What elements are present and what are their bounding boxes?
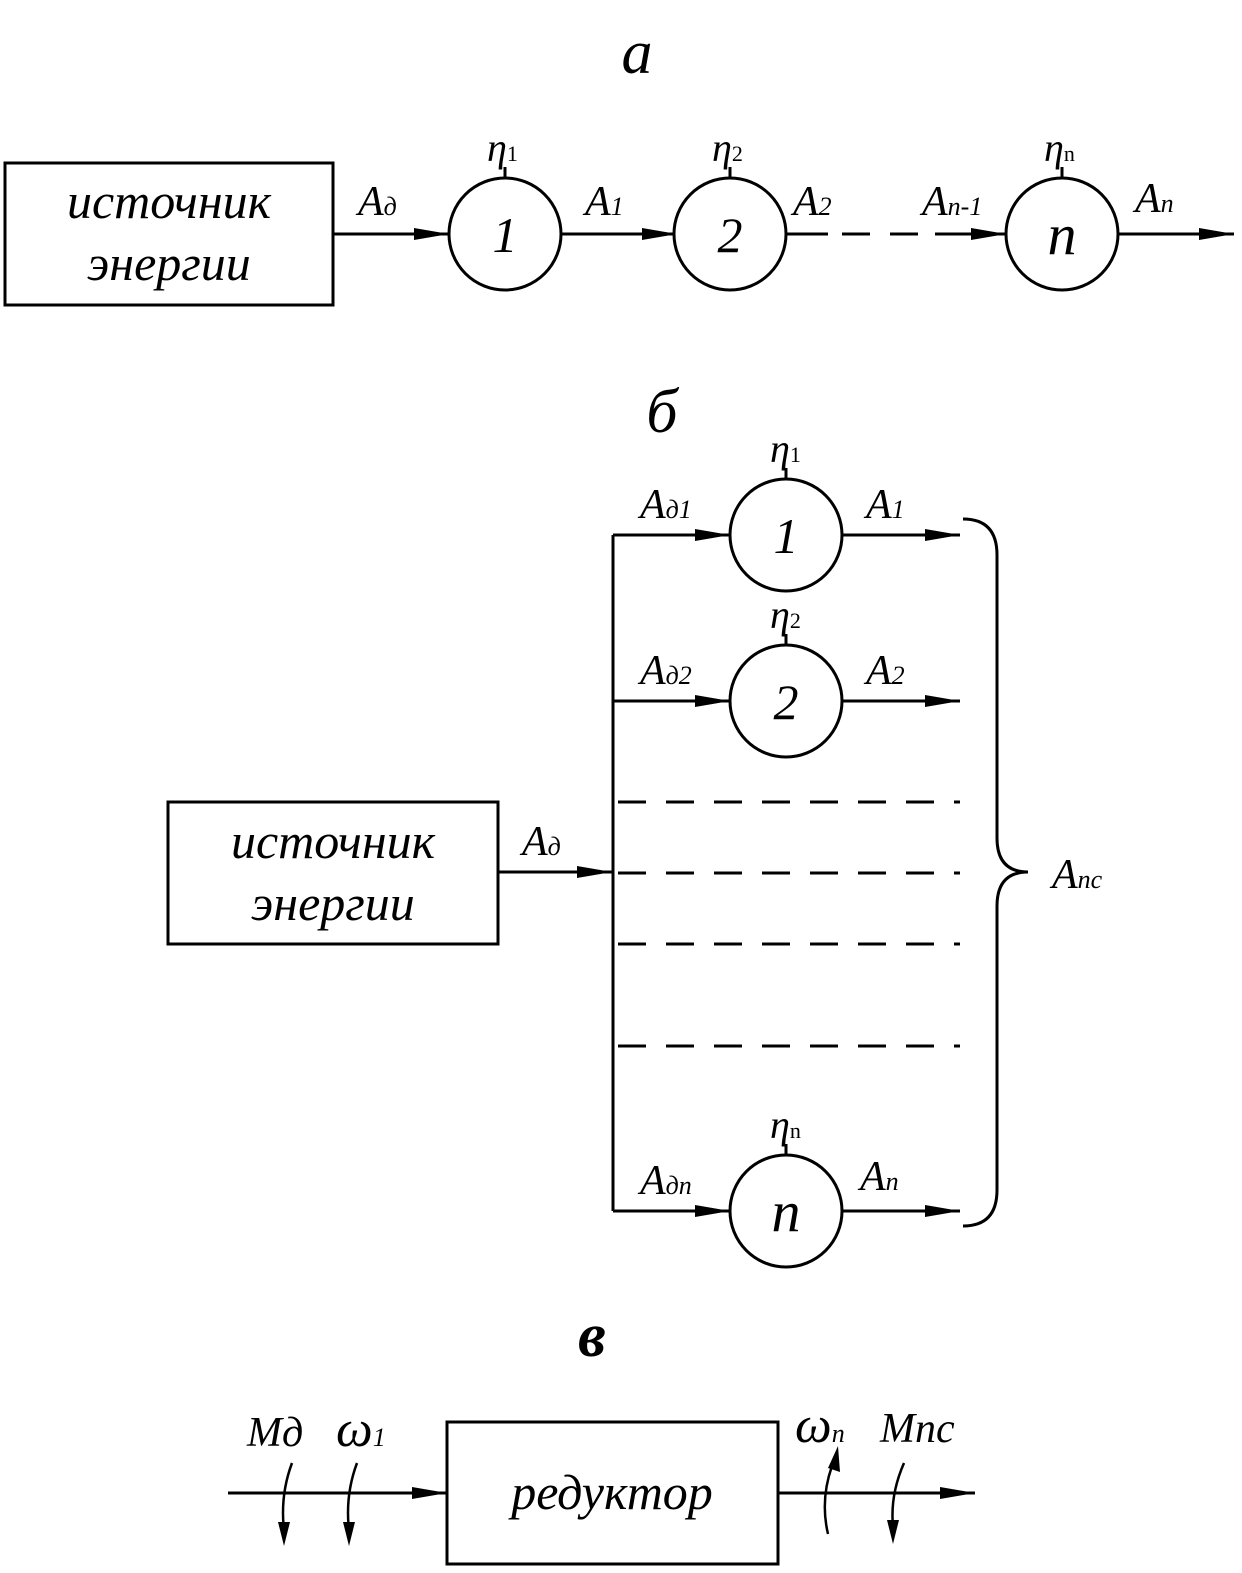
section-a-an1-label: An-1 bbox=[919, 179, 982, 225]
section-v-reducer-box bbox=[445, 1420, 780, 1566]
section-b-branch-1-in-label: Aд1 bbox=[637, 482, 692, 528]
section-b-branch-2-in-label: Aд2 bbox=[637, 648, 692, 694]
section-a-input-label: Aд bbox=[355, 179, 397, 225]
section-b-node-1-label: 1 bbox=[774, 508, 799, 564]
section-v-md-label: Mд bbox=[246, 1410, 303, 1456]
section-a-a1-label: A1 bbox=[582, 179, 624, 225]
arrow-head bbox=[695, 1205, 730, 1217]
section-b-energy-source-box bbox=[166, 800, 500, 946]
section-v-mpc-label: Mпс bbox=[879, 1406, 955, 1452]
section-b-node-2-label: 2 bbox=[774, 674, 799, 730]
section-a-node-1-label: 1 bbox=[493, 207, 518, 263]
arrow-head bbox=[412, 1487, 447, 1499]
section-b-node-n-label: n bbox=[772, 1179, 801, 1244]
section-a-node-n-label: n bbox=[1048, 202, 1077, 267]
arrow-head bbox=[695, 529, 730, 541]
section-v-letter: в bbox=[578, 1302, 606, 1370]
section-b-input-label: Aд bbox=[519, 819, 561, 865]
section-b-branch-1-out-label: A1 bbox=[863, 482, 905, 528]
arrow-head bbox=[642, 228, 677, 240]
arrow-head bbox=[343, 1522, 355, 1546]
section-b-eta-n: ηn bbox=[770, 1102, 801, 1147]
arrow-head bbox=[887, 1520, 899, 1544]
section-v-reducer-label: редуктор bbox=[508, 1464, 713, 1520]
arrow-head bbox=[577, 866, 612, 878]
section-a-eta-n: ηn bbox=[1044, 125, 1075, 170]
section-b-sum-label: Aпс bbox=[1049, 852, 1103, 898]
section-a-source-label-line2: энергии bbox=[87, 235, 251, 291]
section-v-gearbox: в редуктор Mд ω1 ωn Mпс bbox=[228, 1302, 975, 1566]
section-a-energy-source-box bbox=[3, 161, 335, 307]
section-b-branch-n-out-label: An bbox=[857, 1154, 899, 1200]
arrow-head bbox=[925, 695, 960, 707]
arrow-head bbox=[278, 1522, 290, 1546]
section-a-eta-2: η2 bbox=[712, 125, 743, 170]
arrow-head bbox=[1199, 228, 1234, 240]
arrow-head bbox=[940, 1487, 975, 1499]
section-b-branch-n-in-label: Aдn bbox=[637, 1158, 692, 1204]
arrow-head bbox=[695, 695, 730, 707]
section-a-eta-1: η1 bbox=[487, 125, 518, 170]
section-v-w1-label: ω1 bbox=[336, 1401, 386, 1458]
arrow-head bbox=[414, 228, 449, 240]
section-b-parallel-connection: б источник энергии Aд Aд1 1 η1 A1 bbox=[166, 378, 1103, 1269]
arrow-head bbox=[925, 1205, 960, 1217]
arrow-head bbox=[971, 228, 1006, 240]
section-b-eta-2: η2 bbox=[770, 592, 801, 637]
section-b-source-label-line2: энергии bbox=[251, 875, 415, 931]
section-v-wn-label: ωn bbox=[795, 1397, 845, 1454]
section-a-series-connection: а источник энергии Aд 1 η1 A1 2 η2 bbox=[3, 19, 1234, 307]
section-a-a2-label: A2 bbox=[790, 179, 832, 225]
section-b-source-label-line1: источник bbox=[231, 813, 436, 869]
section-b-sum-brace bbox=[962, 517, 1029, 1228]
arrow-head bbox=[828, 1446, 840, 1472]
section-a-an-label: An bbox=[1132, 176, 1174, 222]
arrow-head bbox=[925, 529, 960, 541]
section-a-node-2-label: 2 bbox=[718, 207, 743, 263]
section-b-eta-1: η1 bbox=[770, 426, 801, 471]
section-b-branch-2-out-label: A2 bbox=[863, 648, 905, 694]
section-b-letter: б bbox=[646, 378, 679, 446]
section-a-source-label-line1: источник bbox=[67, 173, 272, 229]
section-a-letter: а bbox=[622, 19, 653, 87]
